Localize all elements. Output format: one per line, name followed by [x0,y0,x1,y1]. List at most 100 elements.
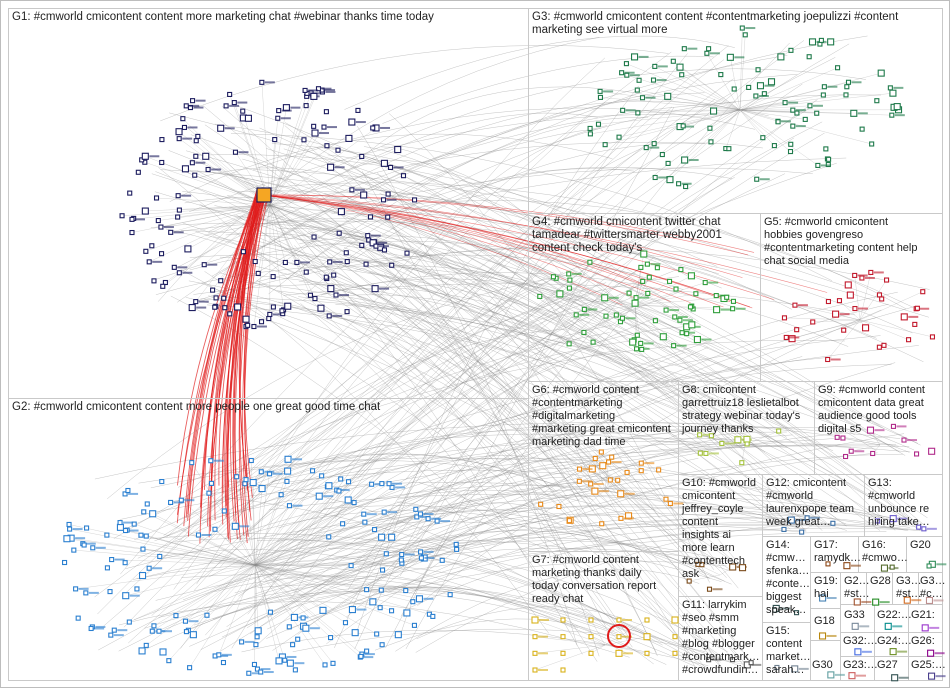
node-g4 [687,304,694,310]
node-label-mark-g1 [308,89,319,92]
node-g3 [869,141,875,147]
node-g5 [852,305,858,312]
node-label-mark-g4 [639,296,650,299]
node-g1 [153,195,160,201]
node-g1 [336,230,342,236]
node-label-mark-g1 [152,260,163,263]
node-g2 [386,481,392,487]
node-label-mark-g3 [851,81,862,84]
edge-g2-g3 [151,173,786,616]
edge-intra-g4 [634,281,670,306]
edge-intra-g3 [739,102,786,111]
nodes-layer [62,25,947,682]
edge-g1-g4 [182,191,605,350]
edge-intra-g1 [269,139,305,206]
edge-intra-g5 [827,319,861,360]
node-label-mark-g1 [280,117,291,120]
edge-g1-g13 [151,173,881,531]
node-g1 [146,259,152,265]
node-label-mark-g2 [128,529,139,532]
node-g3 [636,77,642,83]
node-g1 [143,248,149,254]
node-g1 [245,322,251,328]
node-g3 [777,53,785,61]
node-label-mark-g3 [656,79,667,82]
node-g3 [755,67,761,73]
node-g1 [240,249,246,255]
node-label-mark-g1 [237,101,248,104]
node-label-mark-g20 [936,563,947,566]
node-g3 [670,58,676,64]
node-label-mark-g13 [926,527,937,530]
edge-g1-g3 [268,117,649,295]
node-g1 [373,243,379,249]
node-g27 [891,674,899,682]
edge-g1-g6 [366,211,594,486]
node-g1 [158,224,164,230]
node-label-mark-g2 [173,501,184,504]
node-g3 [624,72,630,78]
node-label-mark-g1 [379,287,390,290]
node-g2 [295,636,301,642]
edge-g1-g4 [189,240,684,290]
node-g2 [326,534,332,540]
edge-g1-g3 [344,35,735,110]
group-box-g34 [918,572,943,605]
node-g6 [591,487,599,495]
node-g17 [843,562,851,570]
node-label-mark-g4 [625,317,636,320]
node-g1 [259,79,265,85]
group-label-g21-line-1: G21: [911,609,935,621]
node-g4 [631,299,639,307]
group-label-g10-line-6: more learn [682,542,735,554]
node-g3 [850,109,858,117]
node-g4 [629,338,637,346]
node-label-mark-g2 [286,655,297,658]
edge-intra-g1 [269,127,377,206]
group-label-g13-line-2: #cmworld [868,490,915,502]
node-g11 [706,657,712,663]
node-g1 [193,299,199,305]
node-label-mark-g1 [195,161,206,164]
node-label-mark-g32 [861,650,872,653]
node-label-mark-g2 [263,671,274,674]
node-g4 [590,339,596,345]
node-g2 [418,549,424,555]
node-g1 [162,279,168,286]
node-g2 [141,509,147,515]
group-label-g34-line-2: #c… [920,588,943,600]
node-g1 [171,264,177,270]
node-g6 [663,496,669,502]
node-label-mark-g4 [587,308,598,311]
node-g2 [125,487,131,494]
node-g8 [744,441,750,447]
group-label-g10-line-5: insights ai [682,529,731,541]
group-label-g6-line-3: #digitalmarketing [532,410,615,422]
edge-intra-g3 [739,94,824,111]
group-label-g15-line-2: content [766,638,802,650]
node-g2 [143,642,149,648]
edge-strong-g1-g2 [176,191,267,515]
edge-g2-g7 [158,549,629,655]
node-g3 [659,151,665,158]
node-g2 [166,658,172,664]
edge-intra-g3 [739,28,743,111]
node-g1 [389,262,395,268]
node-g9 [890,423,897,429]
node-g1 [371,285,379,293]
node-label-mark-g4 [685,331,696,334]
edge-g1-g11 [365,269,742,652]
node-g1 [213,295,219,301]
node-label-mark-g3 [688,159,699,162]
edge-g1-g9 [283,148,882,428]
node-label-mark-g14 [780,607,791,610]
node-g9 [834,434,840,440]
node-label-mark-g5 [908,315,919,318]
edge-intra-g4 [634,297,727,306]
node-label-mark-g4 [682,319,693,322]
node-g2 [67,526,73,532]
node-g1 [127,190,133,196]
node-g3 [788,141,794,147]
node-g5 [825,298,831,305]
node-label-mark-g3 [759,178,770,181]
